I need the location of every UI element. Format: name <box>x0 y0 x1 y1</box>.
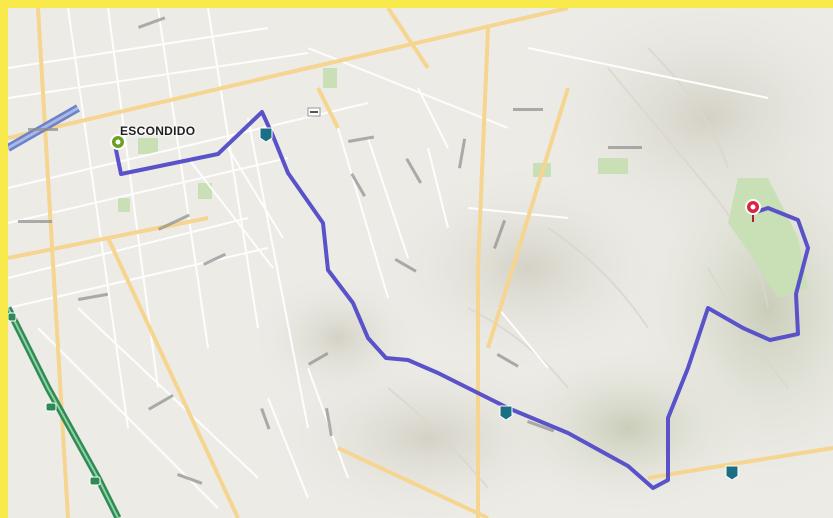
end-marker-icon[interactable] <box>745 199 761 222</box>
freeway-15 <box>8 306 122 518</box>
route-78-shield <box>259 127 273 143</box>
terrain-layer <box>8 8 833 518</box>
route-78-shield-mid <box>499 405 513 421</box>
arterial-roads <box>8 8 833 518</box>
map-canvas[interactable]: ESCONDIDO <box>8 8 833 518</box>
route-line[interactable] <box>113 110 810 490</box>
road-number-box <box>307 107 321 117</box>
street-label-marks <box>18 16 642 485</box>
route-78-shield-east <box>725 465 739 481</box>
map-graphic <box>8 8 833 518</box>
start-marker-icon[interactable] <box>110 134 126 150</box>
city-label: ESCONDIDO <box>120 124 196 138</box>
